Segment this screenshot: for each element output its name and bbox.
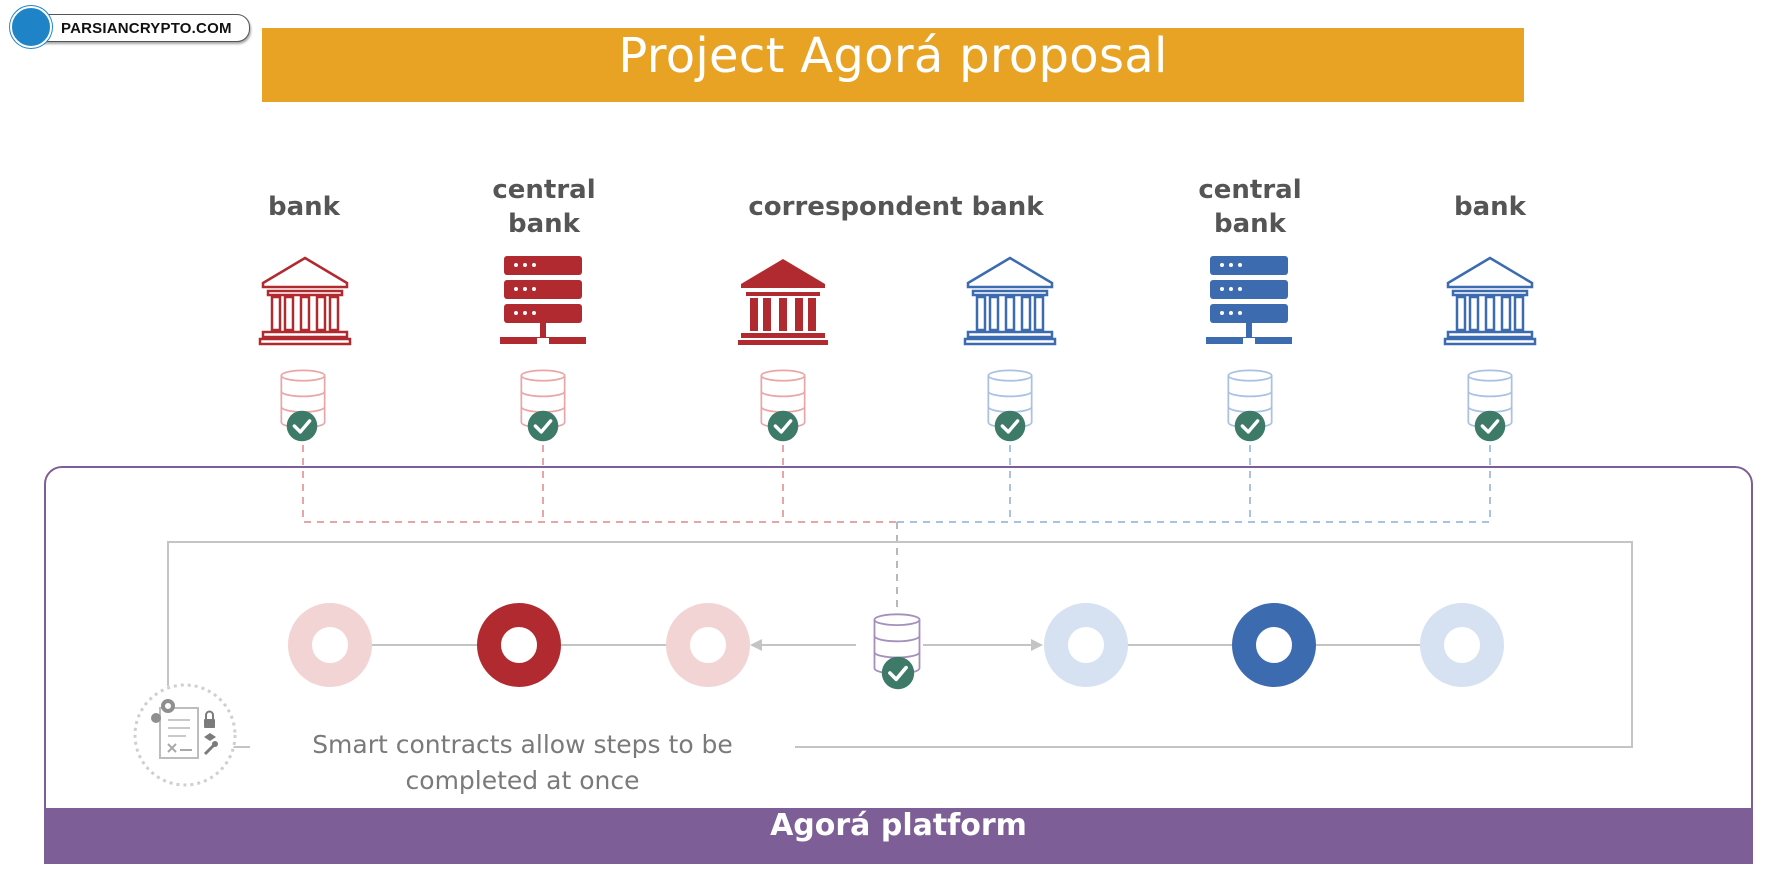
central-bank-right-server-icon	[1206, 256, 1292, 344]
ledger-bank-right	[1467, 369, 1513, 443]
ledger-central-bank-right	[1227, 369, 1273, 443]
logo-text: PARSIANCRYPTO.COM	[61, 20, 232, 37]
ledger-correspondent-red	[760, 369, 806, 443]
correspondent-bank-blue-icon	[963, 256, 1057, 346]
label-bank-right: bank	[1454, 192, 1526, 222]
label-central-bank-left-1: central	[492, 175, 596, 205]
ring-red-light-1	[288, 603, 372, 687]
central-bank-left-server-icon	[500, 256, 586, 344]
bank-right-icon	[1443, 256, 1537, 346]
arrow-right-head	[1031, 639, 1043, 651]
process-frame	[167, 541, 1633, 748]
connector-lines	[302, 445, 1491, 608]
smart-contract-caption: Smart contracts allow steps to be comple…	[312, 730, 733, 795]
smart-contract-icon	[133, 683, 237, 787]
ledger-correspondent-blue	[987, 369, 1033, 443]
bank-left-icon	[258, 256, 352, 346]
transaction-rings	[288, 603, 1504, 687]
label-central-bank-right-2: bank	[1214, 209, 1286, 239]
ledger-central-bank-left	[520, 369, 566, 443]
platform-label: Agorá platform	[770, 808, 1027, 843]
ring-blue-light-2	[1420, 603, 1504, 687]
label-central-bank-left-2: bank	[508, 209, 580, 239]
ring-blue-dark	[1232, 603, 1316, 687]
platform-bar: Agorá platform	[44, 808, 1753, 864]
logo-pill: PARSIANCRYPTO.COM	[30, 14, 250, 42]
label-bank-left: bank	[268, 192, 340, 222]
arrow-left-head	[750, 639, 762, 651]
correspondent-bank-red-icon	[738, 259, 828, 345]
ring-red-light-2	[666, 603, 750, 687]
ring-red-dark	[477, 603, 561, 687]
logo-tree-icon	[10, 6, 52, 48]
shared-ledger-icon	[873, 613, 921, 691]
ledger-bank-left	[280, 369, 326, 443]
page-title: Project Agorá proposal	[618, 28, 1168, 84]
ring-blue-light-1	[1044, 603, 1128, 687]
title-bar: Project Agorá proposal	[262, 28, 1524, 102]
label-central-bank-right-1: central	[1198, 175, 1302, 205]
label-correspondent-bank: correspondent bank	[748, 192, 1044, 222]
